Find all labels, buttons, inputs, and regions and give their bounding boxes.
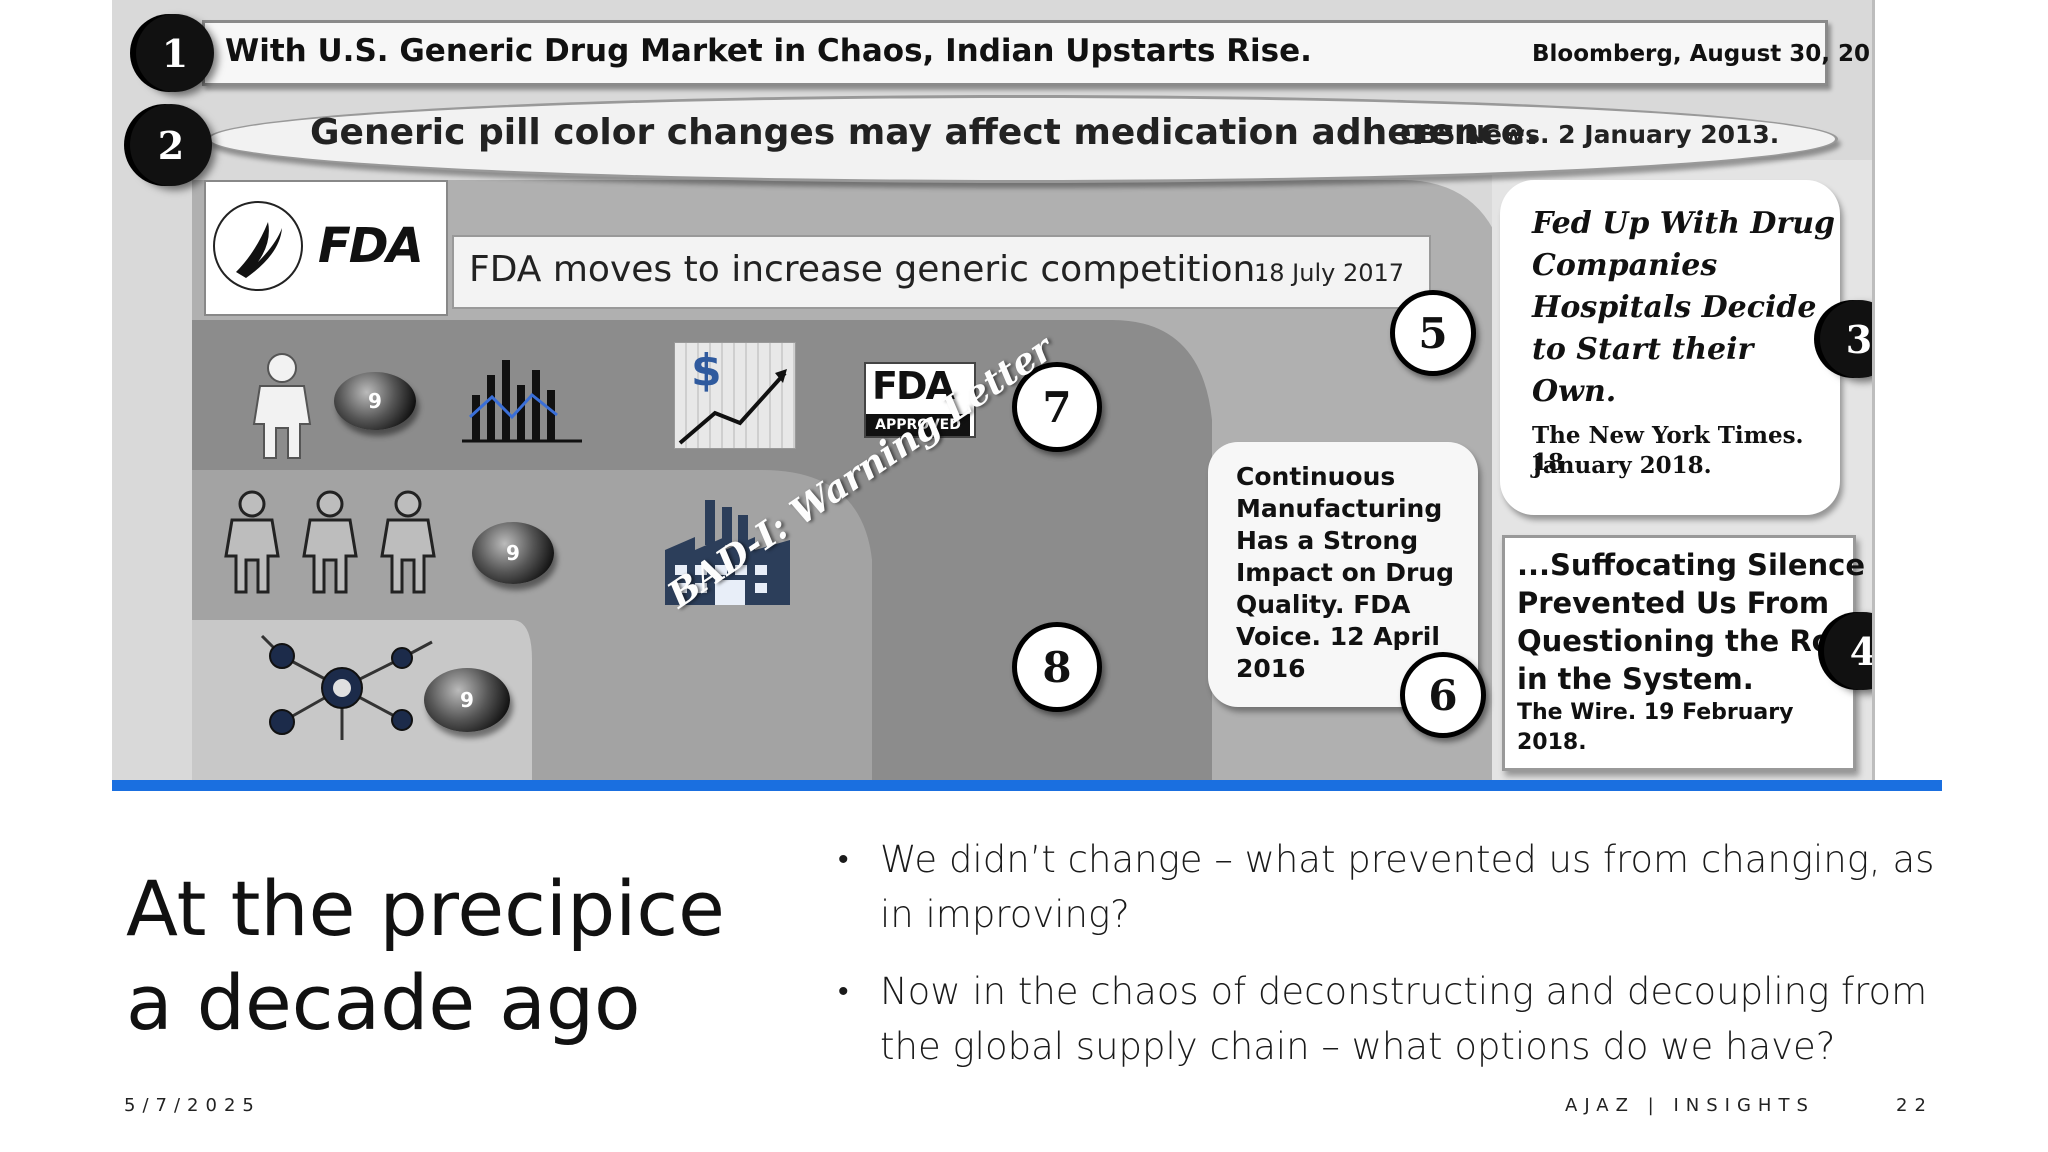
pill-icon: 9 — [472, 522, 554, 584]
headline-4-source-2: 2018. — [1517, 730, 1587, 755]
bullet-item: Now in the chaos of deconstructing and d… — [838, 964, 1958, 1074]
news-collage-image: With U.S. Generic Drug Market in Chaos, … — [112, 0, 1875, 780]
hhs-eagle-icon — [213, 201, 303, 291]
headline-2-title: Generic pill color changes may affect me… — [310, 112, 1539, 153]
fda-approved-logo: FDA — [872, 364, 955, 408]
number-circle-8: 8 — [1012, 622, 1102, 712]
person-icon — [252, 353, 312, 459]
pill-icon: 9 — [424, 668, 510, 732]
headline-6-line-3: Has a Strong — [1236, 526, 1419, 555]
headline-4: ...Suffocating Silence Prevented Us From… — [1502, 535, 1865, 771]
bullet-item: We didn’t change – what prevented us fro… — [838, 832, 1958, 942]
headline-fda-source: 18 July 2017 — [1254, 259, 1405, 287]
headline-4-line-4: in the System. — [1517, 662, 1754, 696]
headline-3-line-4: to Start their — [1532, 332, 1754, 367]
headline-2: Generic pill color changes may affect me… — [207, 95, 1838, 183]
accent-divider — [112, 780, 1942, 791]
headline-fda: FDA moves to increase generic competitio… — [452, 235, 1431, 309]
headline-4-line-2: Prevented Us From — [1517, 586, 1830, 620]
fda-logo-text: FDA — [318, 218, 424, 274]
headline-3-source-1: The New York Times. 18 — [1532, 422, 1804, 476]
headline-2-source: CBS News. 2 January 2013. — [1400, 120, 1780, 149]
bar-chart-icon — [462, 360, 582, 443]
dollar-sign: $ — [691, 345, 722, 396]
headline-6: Continuous Manufacturing Has a Strong Im… — [1208, 442, 1478, 707]
slide-title: At the precipice a decade ago — [126, 862, 725, 1050]
slide-title-line-1: At the precipice — [126, 864, 725, 953]
headline-3-line-1: Fed Up With Drug — [1532, 206, 1836, 241]
fda-approved-icon: FDA APPROVED — [864, 362, 976, 438]
headline-4-line-1: ...Suffocating Silence — [1517, 548, 1865, 582]
headline-3-source-2: January 2018. — [1532, 452, 1712, 479]
fda-logo: FDA — [204, 180, 448, 316]
headline-3-line-3: Hospitals Decide — [1532, 290, 1817, 325]
number-circle-7: 7 — [1012, 362, 1102, 452]
number-circle-5: 5 — [1390, 290, 1476, 376]
headline-4-line-3: Questioning the Rot — [1517, 624, 1846, 658]
footer-date: 5/7/2025 — [124, 1095, 261, 1116]
headline-6-line-7: 2016 — [1236, 654, 1306, 683]
rising-chart-icon: $ — [674, 342, 796, 449]
headline-6-line-5: Quality. FDA — [1236, 590, 1411, 619]
network-icon — [260, 634, 433, 740]
headline-3: Fed Up With Drug Companies Hospitals Dec… — [1500, 180, 1840, 515]
headline-4-source-1: The Wire. 19 February — [1517, 700, 1794, 725]
headline-1-title: With U.S. Generic Drug Market in Chaos, … — [225, 33, 1312, 69]
slide-title-line-2: a decade ago — [126, 958, 641, 1047]
headline-1: With U.S. Generic Drug Market in Chaos, … — [202, 20, 1872, 86]
headline-3-line-5: Own. — [1532, 374, 1617, 409]
people-group-icon — [224, 490, 436, 594]
number-circle-6: 6 — [1400, 652, 1486, 738]
headline-6-line-1: Continuous — [1236, 462, 1396, 491]
factory-icon — [665, 500, 790, 605]
bullet-list: We didn’t change – what prevented us fro… — [838, 832, 1958, 1096]
headline-3-line-2: Companies — [1532, 248, 1718, 283]
pill-icon: 9 — [334, 372, 416, 430]
fda-approved-label: APPROVED — [866, 414, 970, 436]
headline-6-line-6: Voice. 12 April — [1236, 622, 1440, 651]
headline-6-line-2: Manufacturing — [1236, 494, 1443, 523]
number-badge-2: 2 — [130, 104, 212, 186]
footer-brand: AJAZ | INSIGHTS — [1565, 1095, 1815, 1116]
footer-page-number: 22 — [1896, 1095, 1933, 1116]
headline-fda-title: FDA moves to increase generic competitio… — [469, 249, 1267, 290]
number-badge-1: 1 — [136, 14, 214, 92]
headline-1-source: Bloomberg, August 30, 2017. — [1532, 41, 1875, 67]
headline-6-line-4: Impact on Drug — [1236, 558, 1455, 587]
